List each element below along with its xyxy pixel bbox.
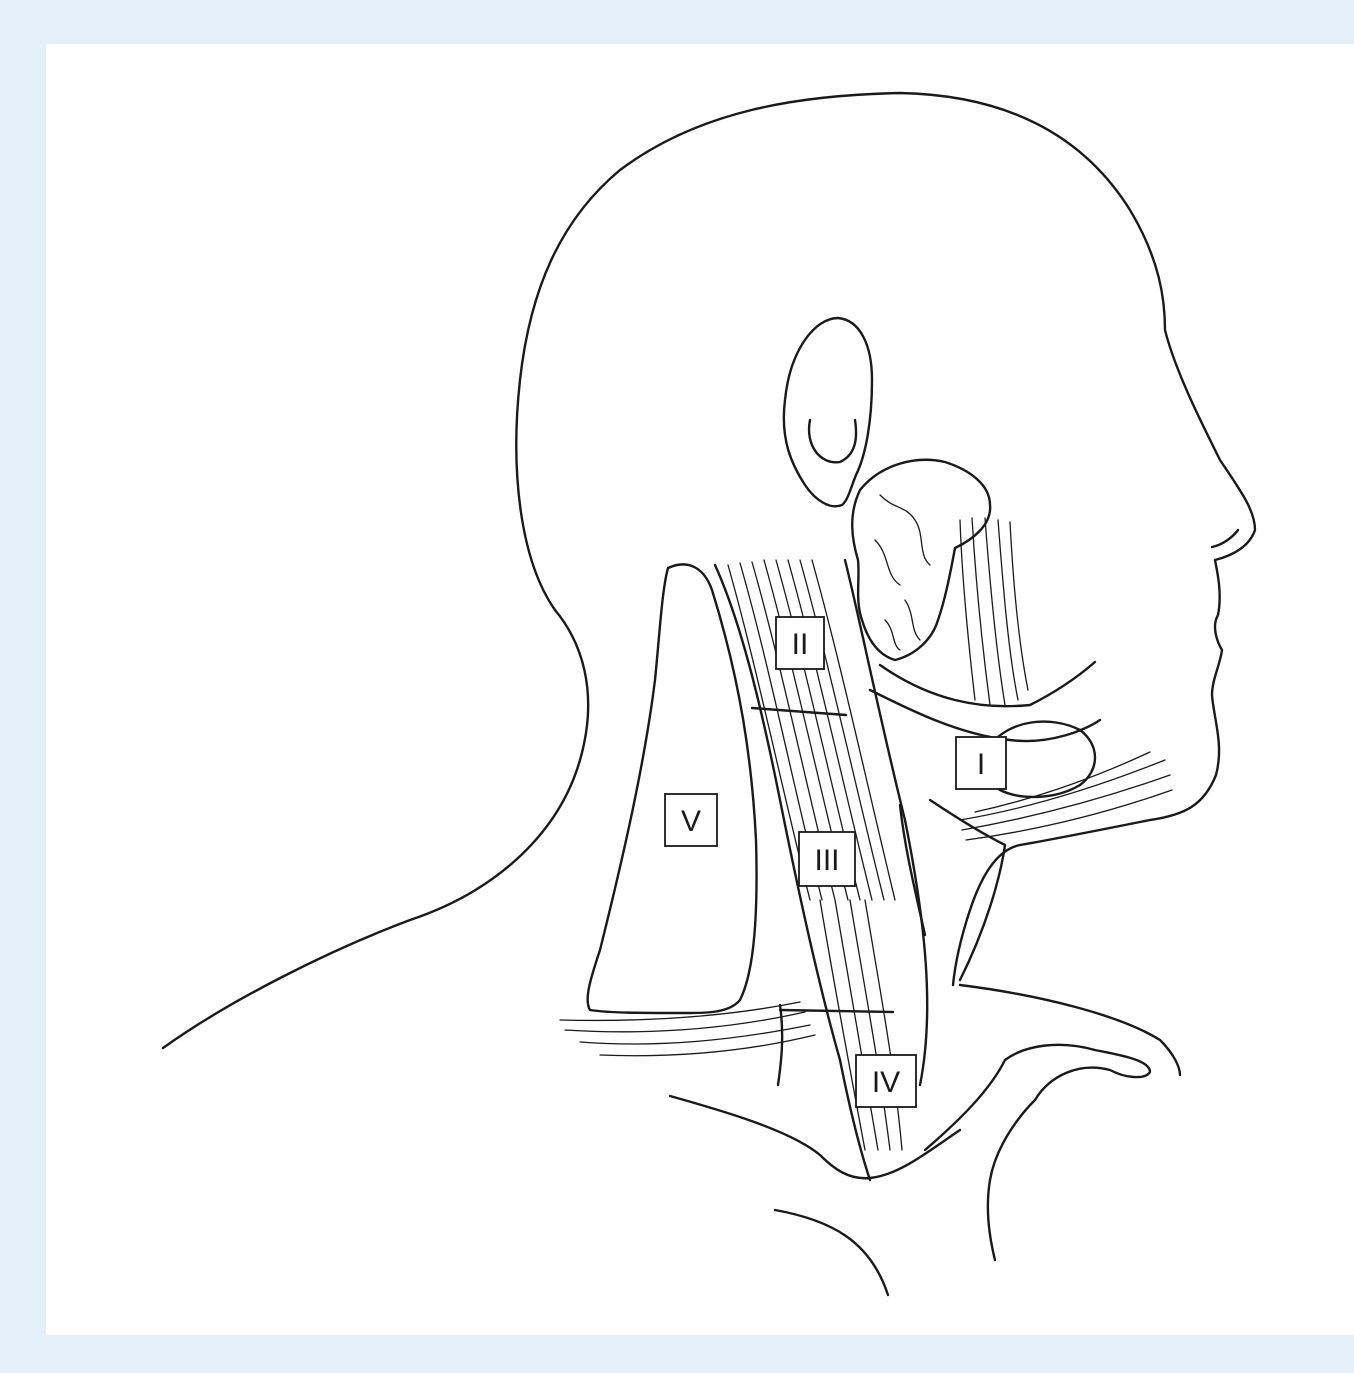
level-2-label: II <box>776 617 824 669</box>
level-3-label: III <box>799 832 855 886</box>
level-3-4-boundary <box>780 1010 893 1012</box>
parotid-lobulation <box>875 495 930 650</box>
svg-text:V: V <box>681 805 701 838</box>
svg-text:IV: IV <box>872 1066 900 1099</box>
shoulder-lower <box>775 1210 888 1295</box>
level-4-label: IV <box>856 1055 916 1107</box>
facial-vessel-lower <box>870 690 1100 741</box>
svg-text:III: III <box>814 844 839 877</box>
level-1-label: I <box>956 737 1006 789</box>
svg-text:I: I <box>977 748 985 781</box>
nostril-line <box>1212 530 1238 547</box>
clavicle <box>670 1096 960 1178</box>
chest-contour <box>960 985 1180 1075</box>
ear-outline <box>784 318 872 506</box>
masseter-muscle <box>960 518 1028 705</box>
svg-text:II: II <box>792 628 809 661</box>
level-5-label: V <box>665 794 717 846</box>
level-5-region <box>588 564 757 1013</box>
sternal-notch <box>925 1045 1150 1260</box>
ear-inner-fold <box>809 420 856 462</box>
head-outline <box>163 93 1255 1048</box>
jugular-vein <box>930 800 1005 980</box>
parotid-gland <box>852 460 990 660</box>
